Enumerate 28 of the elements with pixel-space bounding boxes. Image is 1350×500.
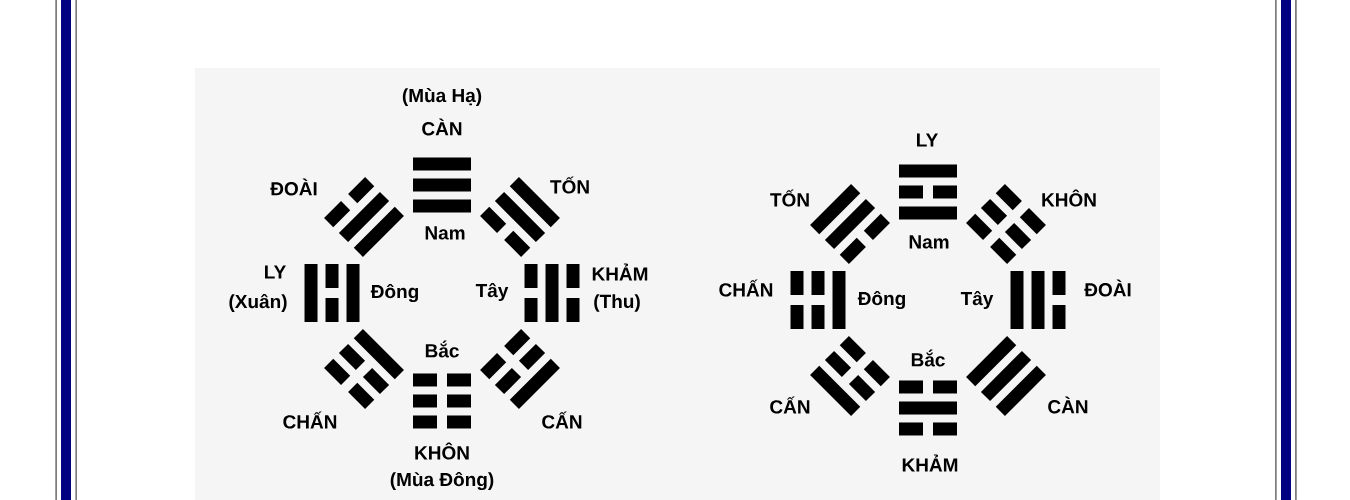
trigram-name: TỐN [770,189,809,207]
season-label: (Mùa Hạ) [402,88,482,106]
season-label: (Mùa Đông) [390,471,494,491]
trigram-name: KHẢM [902,454,958,472]
direction-label: Đông [370,283,418,303]
trigram-name: CHẤN [283,411,337,429]
direction-label: Tây [960,290,994,310]
direction-label: Nam [425,226,465,240]
trigram-name: CẤN [542,411,582,429]
direction-label: Nam [909,235,949,249]
direction-label: Đông [857,290,905,310]
trigram-name: ĐOÀI [1084,279,1131,297]
season-label: (Xuân) [229,293,287,313]
direction-label: Tây [475,282,509,302]
direction-label: Bắc [425,340,459,358]
trigram-name: KHÔN [1042,189,1096,207]
trigram-name: CÀN [1048,396,1088,414]
trigram-name: LY [265,265,286,279]
trigram-name: KHẢM [592,263,648,281]
trigram-name: KHÔN [415,442,469,460]
trigram-name: CHẤN [719,279,773,297]
direction-label: Bắc [911,349,945,367]
trigram-name: CÀN [422,118,462,136]
season-label: (Thu) [594,294,640,312]
trigram-name: CẤN [770,396,810,414]
trigram-name: LY [917,133,938,147]
trigram-name: TỐN [550,176,589,194]
trigram-name: ĐOÀI [270,178,317,196]
